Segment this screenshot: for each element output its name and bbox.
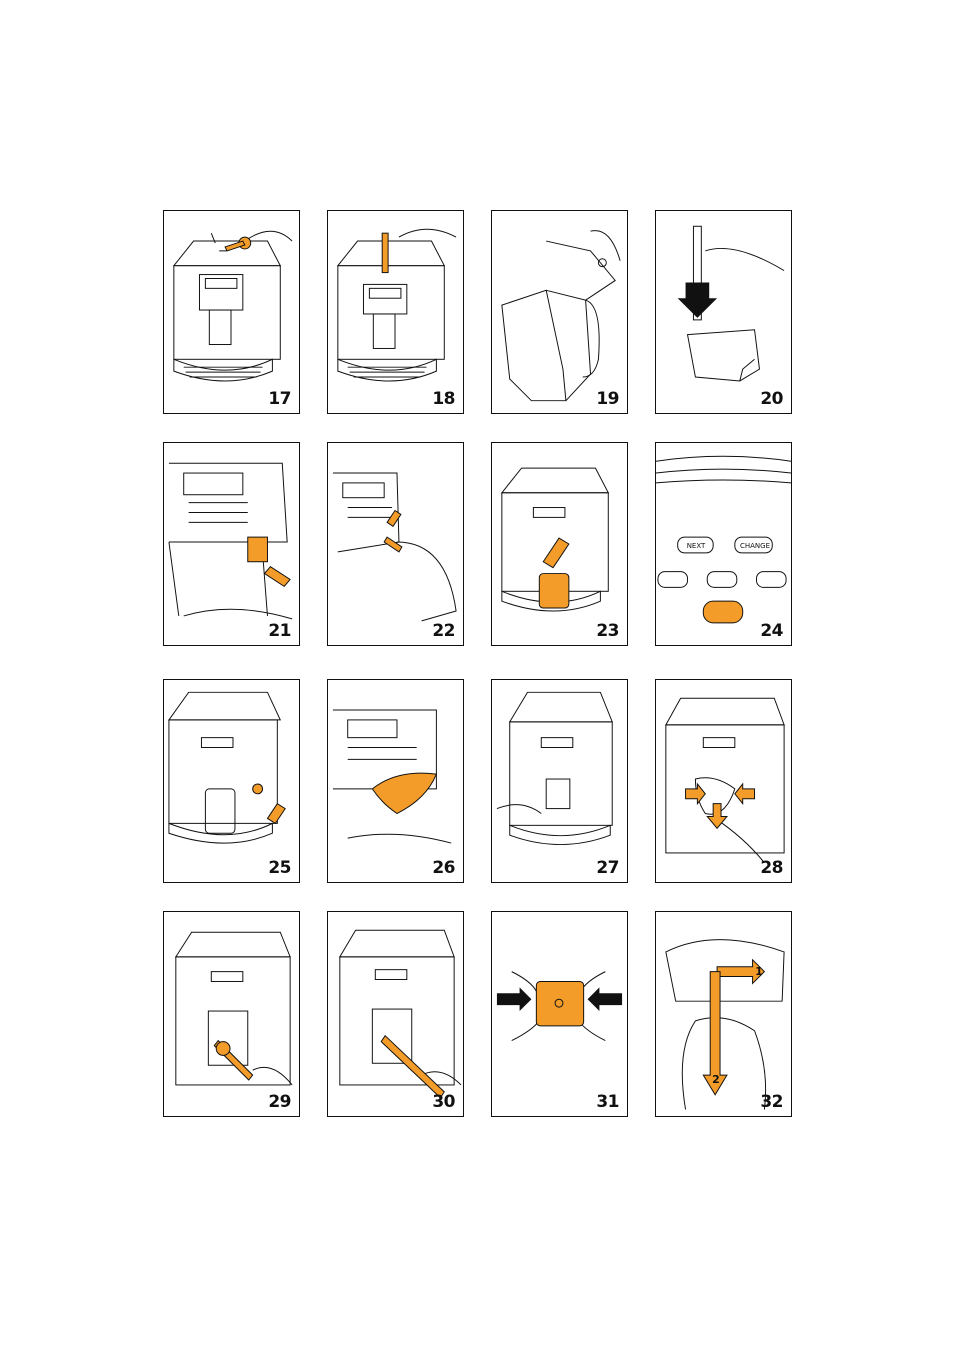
figure-28: 28	[655, 679, 792, 883]
wipe-panel-illustration	[332, 709, 452, 844]
change-button-label: CHANGE	[739, 542, 771, 550]
figure-25: 25	[163, 679, 300, 883]
figure-number: 21	[268, 621, 291, 641]
front-cleaning-illustration	[496, 691, 613, 845]
figure-17: 17	[163, 210, 300, 414]
internal-clean-long-brush-illustration	[338, 929, 462, 1099]
figure-number: 19	[596, 389, 619, 409]
water-tank-illustration	[501, 230, 621, 402]
next-button-label: NEXT	[686, 542, 706, 550]
figure-number: 18	[432, 389, 455, 409]
figure-number: 31	[596, 1092, 619, 1112]
figure-number: 27	[596, 858, 619, 878]
figure-number: 29	[268, 1092, 291, 1112]
step-1-label: 1	[755, 965, 763, 978]
filter-insert-illustration	[677, 225, 785, 382]
figure-20: 20	[655, 210, 792, 414]
figure-number: 28	[760, 858, 783, 878]
step-2-label: 2	[712, 1073, 720, 1086]
machine-top-scoop-illustration	[172, 230, 293, 382]
figure-number: 23	[596, 621, 619, 641]
figure-number: 20	[760, 389, 783, 409]
figure-27: 27	[491, 679, 628, 883]
figure-number: 24	[760, 621, 783, 641]
figure-30: 30	[327, 911, 464, 1117]
figure-32: 1 2 32	[655, 911, 792, 1117]
figure-22: 22	[327, 442, 464, 646]
figure-number: 22	[432, 621, 455, 641]
figure-19: 19	[491, 210, 628, 414]
figure-21: 21	[163, 442, 300, 646]
milk-container-attach-illustration	[167, 691, 286, 844]
internal-clean-brush-illustration	[174, 931, 293, 1086]
figure-number: 30	[432, 1092, 455, 1112]
spout-removal-illustration	[168, 462, 293, 620]
brew-unit-release-illustration	[665, 697, 785, 864]
machine-brush-illustration	[336, 228, 457, 382]
figure-31: 31	[491, 911, 628, 1117]
figure-29: 29	[163, 911, 300, 1117]
figure-number: 32	[760, 1092, 783, 1112]
figure-24: NEXT CHANGE 24	[655, 442, 792, 646]
figure-number: 17	[268, 389, 291, 409]
figure-18: 18	[327, 210, 464, 414]
brew-unit-squeeze-illustration	[496, 971, 623, 1042]
figure-number: 25	[268, 858, 291, 878]
figure-26: 26	[327, 679, 464, 883]
milk-container-insert-illustration	[500, 467, 610, 612]
figure-number: 26	[432, 858, 455, 878]
spout-cleaning-illustration	[332, 472, 457, 622]
control-panel-illustration	[656, 455, 791, 624]
brew-unit-pull-illustration	[665, 939, 785, 1110]
figure-23: 23	[491, 442, 628, 646]
